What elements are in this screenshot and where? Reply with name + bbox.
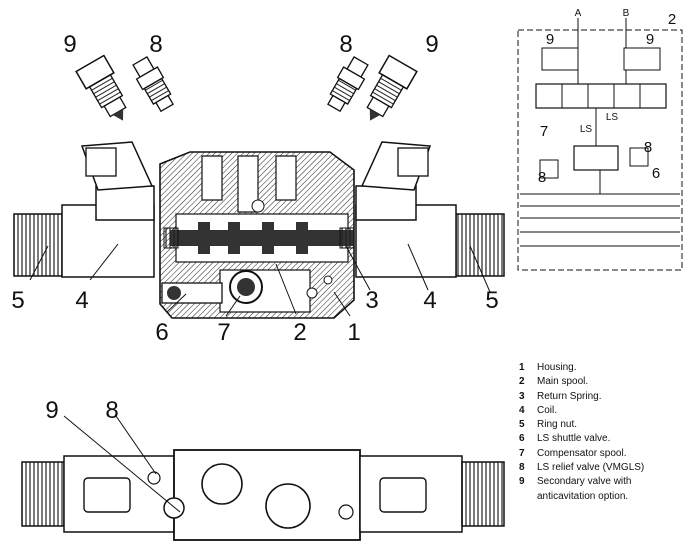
legend-item: 2 Main spool. <box>519 375 679 389</box>
legend-number: 2 <box>519 376 525 388</box>
schematic-8-left: 8 <box>538 169 546 186</box>
solenoid-left <box>13 141 155 278</box>
cartridge-9-right <box>366 54 418 121</box>
housing-section <box>159 151 355 319</box>
legend-item: 7 Compensator spool. <box>519 447 679 461</box>
legend-number: 4 <box>519 404 525 416</box>
legend-number: 6 <box>519 433 525 445</box>
legend-item: 4 Coil. <box>519 404 679 418</box>
schematic-9-right: 9 <box>646 31 654 48</box>
legend-text: Return Spring. <box>537 390 602 402</box>
legend-text: Secondary valve with anticavitation opti… <box>537 476 632 502</box>
legend-text: Housing. <box>537 362 577 373</box>
schematic-port-b: B <box>623 8 630 19</box>
solenoid-right <box>355 141 505 278</box>
schematic-7: 7 <box>540 123 548 140</box>
callout-8-right: 8 <box>339 31 352 58</box>
hydraulic-schematic <box>517 18 683 271</box>
callout-6: 6 <box>155 319 168 346</box>
legend-item: 6 LS shuttle valve. <box>519 432 679 446</box>
bottom-view <box>21 415 505 541</box>
legend-item: 1 Housing. <box>519 361 679 375</box>
callout-4-left: 4 <box>75 287 88 314</box>
legend-text: Compensator spool. <box>537 447 627 459</box>
callout-7: 7 <box>217 319 230 346</box>
cartridge-9-left <box>75 54 127 121</box>
schematic-index: 2 <box>668 11 676 28</box>
schematic-small-label: LS <box>606 112 619 123</box>
schematic-port-a: A <box>575 8 582 19</box>
legend-text: LS relief valve (VMGLS) <box>537 462 645 474</box>
parts-legend: 1 Housing. 2 Main spool. 3 Return Spring. 4 Coi… <box>519 361 679 504</box>
callout-4-right: 4 <box>423 287 436 314</box>
legend-number: 7 <box>519 447 525 459</box>
callout-1: 1 <box>347 319 360 346</box>
cartridge-8-right <box>327 56 369 113</box>
legend-number: 5 <box>519 419 525 431</box>
callout-3: 3 <box>365 287 378 314</box>
legend-text: LS shuttle valve. <box>537 433 611 445</box>
legend-item: 9 Secondary valve with anticavitation opt… <box>519 475 679 504</box>
bottom-callout-9: 9 <box>45 397 58 424</box>
bottom-callout-8: 8 <box>105 397 118 424</box>
schematic-ls-label: LS <box>580 124 593 135</box>
cartridge-8-left <box>132 56 174 113</box>
legend-number: 8 <box>519 462 525 474</box>
callout-5-left: 5 <box>11 287 24 314</box>
legend-number: 9 <box>519 476 525 488</box>
callout-2: 2 <box>293 319 306 346</box>
callout-9-left: 9 <box>63 31 76 58</box>
legend-text: Coil. <box>537 404 558 416</box>
schematic-8-right: 8 <box>644 139 652 156</box>
legend-text: Main spool. <box>537 376 589 388</box>
callout-8-left: 8 <box>149 31 162 58</box>
callout-leaders-top <box>29 243 491 317</box>
schematic-6: 6 <box>652 165 660 182</box>
legend-item: 5 Ring nut. <box>519 418 679 432</box>
schematic-9-left: 9 <box>546 31 554 48</box>
callout-5-right: 5 <box>485 287 498 314</box>
legend-number: 3 <box>519 390 525 402</box>
legend-item: 3 Return Spring. <box>519 390 679 404</box>
callout-9-right: 9 <box>425 31 438 58</box>
legend-item: 8 LS relief valve (VMGLS) <box>519 461 679 475</box>
legend-text: Ring nut. <box>537 419 578 431</box>
legend-number: 1 <box>519 362 525 373</box>
